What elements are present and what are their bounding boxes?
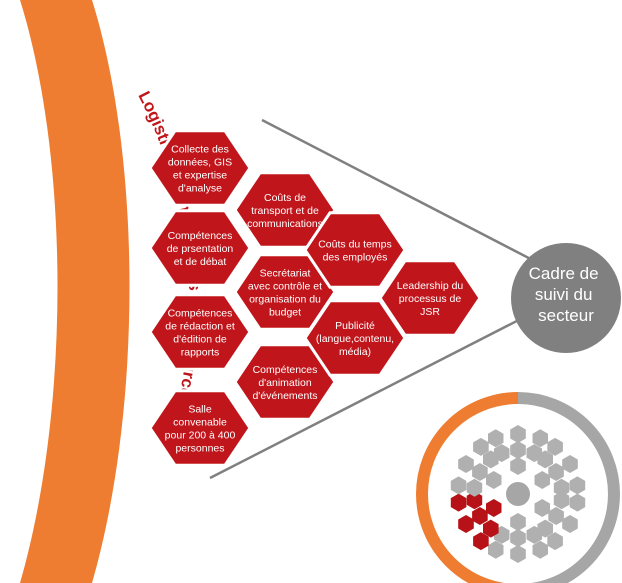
hexagon-label: Publicité(langue,contenu,média): [316, 320, 394, 358]
hexagon-shape: [148, 209, 252, 287]
logo-segment: [450, 491, 502, 551]
funnel-line-top: [261, 118, 549, 270]
hexagon-9: Publicité(langue,contenu,média): [303, 299, 407, 377]
logo-segment: [450, 437, 502, 497]
hexagon-shape: [303, 211, 407, 289]
logo-segment: [488, 513, 548, 563]
funnel-line-bottom: [209, 303, 549, 480]
hexagon-shape: [303, 299, 407, 377]
logo-segment: [488, 425, 548, 475]
jsr-logo: [416, 392, 620, 583]
logo-segment: [534, 437, 586, 497]
hexagon-shape: [148, 129, 252, 207]
target-circle: [511, 243, 621, 353]
hexagon-shape: [148, 389, 252, 467]
hexagon-shape: [148, 293, 252, 371]
hexagon-shape: [378, 259, 482, 337]
logo-segment: [534, 491, 586, 551]
orange-banner: [20, 0, 130, 583]
target-label: Cadre de suivi du secteur: [529, 264, 604, 325]
